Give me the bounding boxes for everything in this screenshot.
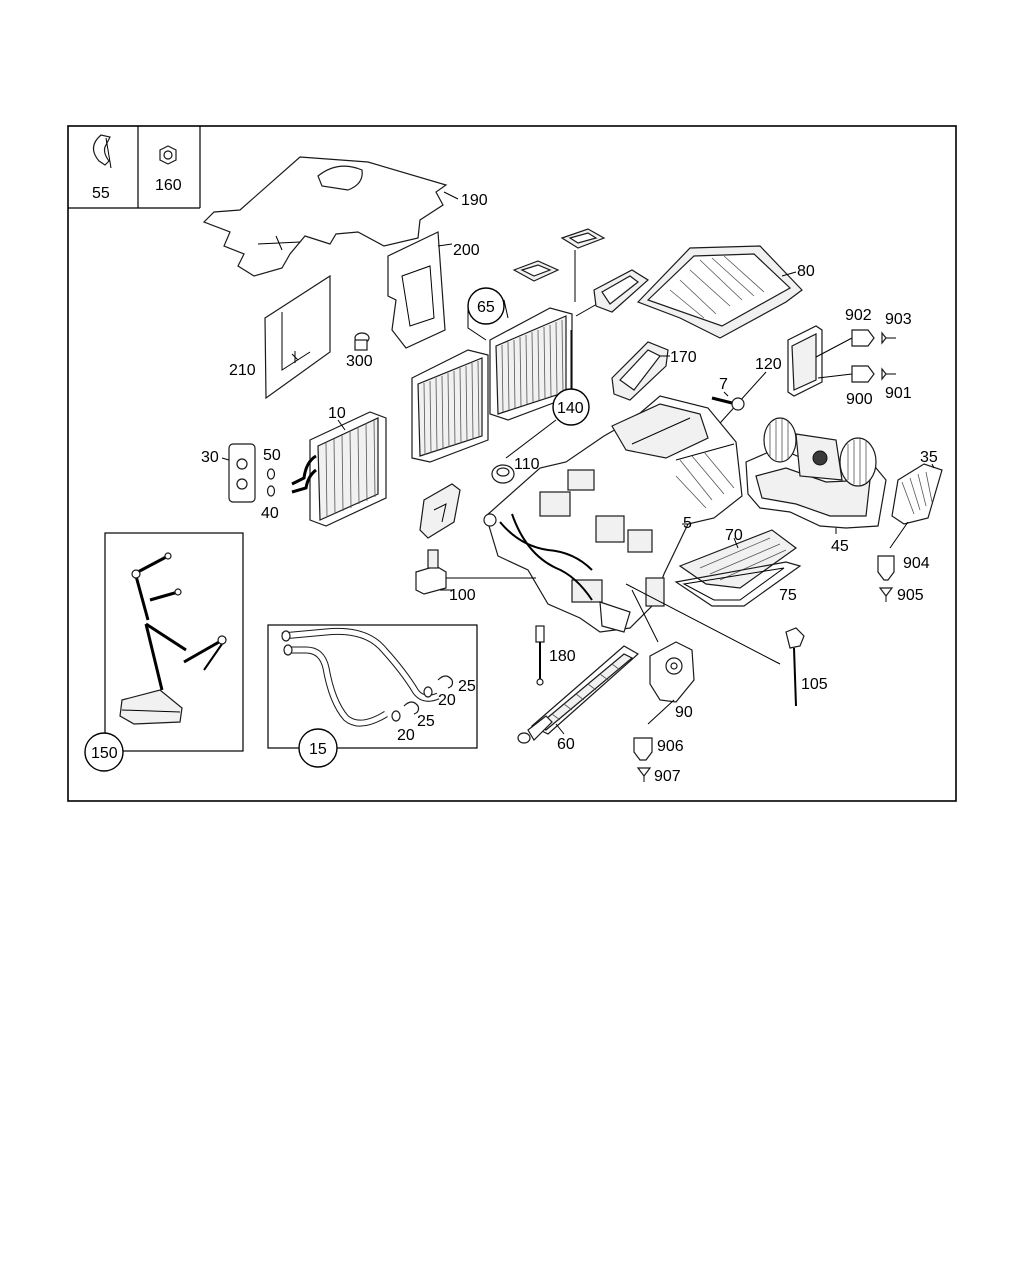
part-904-connector[interactable]: [877, 555, 895, 581]
callout-5: 5: [683, 515, 692, 532]
callout-120: 120: [755, 356, 782, 373]
part-15-hoses[interactable]: [281, 627, 440, 727]
part-30-expansion-valve[interactable]: [221, 443, 256, 503]
part-70-cover[interactable]: [678, 529, 798, 589]
part-20-clip-lower[interactable]: [391, 710, 401, 722]
callout-180: 180: [549, 648, 576, 665]
callout-45: 45: [831, 538, 849, 555]
callout-30: 30: [201, 449, 219, 466]
diagram-frame: [67, 125, 957, 802]
part-200-insulation[interactable]: [387, 231, 453, 349]
part-40-o-ring[interactable]: [266, 485, 276, 497]
callout-150-circle: [84, 732, 124, 772]
callout-35: 35: [920, 449, 938, 466]
part-5-hvac-housing[interactable]: [483, 395, 743, 633]
part-907-pin[interactable]: [636, 767, 652, 782]
part-900-connector[interactable]: [851, 365, 875, 383]
callout-906: 906: [657, 738, 684, 755]
small-parts-box: [68, 126, 201, 209]
callout-110: 110: [514, 456, 540, 473]
callout-75: 75: [779, 587, 797, 604]
callout-907: 907: [654, 768, 681, 785]
callout-20-lower: 20: [397, 727, 415, 744]
part-903-pin[interactable]: [881, 331, 896, 345]
callout-25-upper: 25: [458, 678, 476, 695]
callout-902: 902: [845, 307, 872, 324]
part-100-actuator[interactable]: [415, 549, 536, 595]
callout-170: 170: [670, 349, 697, 366]
callout-65: 65: [477, 299, 495, 316]
callout-20-upper: 20: [438, 692, 456, 709]
callout-160: 160: [155, 177, 182, 194]
part-10-evaporator[interactable]: [291, 411, 387, 527]
callout-105: 105: [801, 676, 828, 693]
part-170-gasket[interactable]: [611, 341, 670, 401]
callout-7: 7: [719, 376, 728, 393]
callout-100: 100: [449, 587, 476, 604]
callout-50: 50: [263, 447, 281, 464]
callout-40: 40: [261, 505, 279, 522]
callout-200: 200: [453, 242, 480, 259]
part-20-clip-upper[interactable]: [423, 686, 433, 698]
part-65-filter-left[interactable]: [411, 349, 489, 463]
part-80-housing-cover[interactable]: [636, 245, 803, 339]
part-906-connector[interactable]: [633, 737, 653, 761]
callout-55: 55: [92, 185, 110, 202]
part-105-sensor[interactable]: [625, 583, 805, 707]
callout-140: 140: [557, 400, 584, 417]
part-190-insulation-mat[interactable]: [202, 156, 459, 277]
callout-905: 905: [897, 587, 924, 604]
subgroup-15-frame: [267, 624, 478, 749]
part-210-panel[interactable]: [264, 274, 331, 400]
part-300-screw[interactable]: [354, 332, 370, 351]
callout-90: 90: [675, 704, 693, 721]
part-905-pin[interactable]: [878, 587, 894, 602]
part-55-clip[interactable]: [92, 134, 112, 169]
callout-15: 15: [309, 741, 327, 758]
part-180-sensor[interactable]: [535, 625, 545, 686]
gasket-small-2[interactable]: [560, 228, 606, 302]
part-110-cap[interactable]: [491, 464, 515, 484]
part-50-o-ring[interactable]: [266, 468, 276, 480]
part-75-gasket[interactable]: [674, 561, 802, 607]
callout-210: 210: [229, 362, 256, 379]
callout-900: 900: [846, 391, 873, 408]
callout-190: 190: [461, 192, 488, 209]
callout-70: 70: [725, 527, 743, 544]
callout-150: 150: [91, 745, 118, 762]
subgroup-150-frame: [104, 532, 244, 752]
part-90-actuator-motor[interactable]: [631, 589, 695, 725]
callout-80: 80: [797, 263, 815, 280]
part-120-control-unit[interactable]: [711, 325, 853, 433]
callout-60: 60: [557, 736, 575, 753]
part-35-regulator[interactable]: [889, 463, 943, 549]
part-140-gasket-frame[interactable]: [593, 269, 649, 313]
part-60-heater-core[interactable]: [517, 645, 640, 744]
part-25-clip-lower[interactable]: [403, 701, 420, 715]
part-45-blower-housing[interactable]: [745, 417, 887, 534]
part-902-connector[interactable]: [851, 329, 875, 347]
part-160-nut[interactable]: [159, 145, 177, 165]
part-25-clip-upper[interactable]: [437, 675, 454, 689]
part-901-pin[interactable]: [881, 367, 896, 381]
part-150-linkage[interactable]: [119, 552, 227, 725]
callout-903: 903: [885, 311, 912, 328]
part-7-screw[interactable]: [711, 391, 745, 411]
part-140-cover-plate[interactable]: [419, 483, 461, 539]
callout-300: 300: [346, 353, 373, 370]
callout-15-circle: [298, 728, 338, 768]
gasket-small-1[interactable]: [512, 260, 560, 282]
callout-10: 10: [328, 405, 346, 422]
callout-904: 904: [903, 555, 930, 572]
callout-25-lower: 25: [417, 713, 435, 730]
callout-901: 901: [885, 385, 912, 402]
